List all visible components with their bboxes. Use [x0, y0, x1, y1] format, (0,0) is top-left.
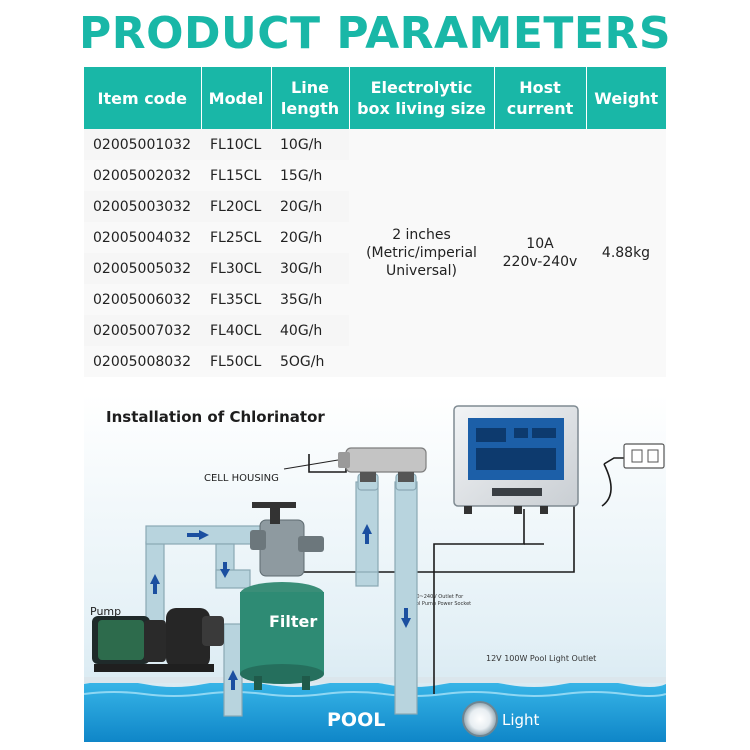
cell-model: FL25CL: [201, 222, 271, 253]
table-row: 02005004032 FL25CL 20G/h: [84, 222, 666, 253]
cell-item-code: 02005007032: [84, 315, 201, 346]
flow-arrows: [150, 524, 411, 690]
table-header-row: Item code Model Line length Electrolytic b…: [84, 67, 666, 129]
parameters-table: Item code Model Line length Electrolytic b…: [84, 67, 666, 377]
cell-host-current: 10A 220v-240v: [494, 129, 586, 377]
cell-line-length: 35G/h: [271, 284, 349, 315]
header-box-size: Electrolytic box living size: [349, 67, 495, 129]
filter-label: Filter: [269, 612, 317, 631]
outlet-12v-label: 12V 100W Pool Light Outlet: [486, 654, 596, 663]
header-item-code: Item code: [84, 67, 202, 129]
cell-item-code: 02005006032: [84, 284, 201, 315]
wires: [304, 454, 629, 694]
outlet-230-line-2: Pool Pump Power Socket: [410, 601, 471, 607]
table-row: 02005006032 FL35CL 35G/h: [84, 284, 666, 315]
cell-item-code: 02005005032: [84, 253, 201, 284]
cell-line-length: 5OG/h: [271, 346, 349, 377]
cell-line-length: 15G/h: [271, 160, 349, 191]
table-row: 02005008032 FL50CL 5OG/h: [84, 346, 666, 377]
cell-model: FL15CL: [201, 160, 271, 191]
pool-label: POOL: [327, 709, 385, 731]
diagram-title: Installation of Chlorinator: [106, 408, 325, 426]
header-box-size-1: Electrolytic: [370, 78, 473, 97]
box-size-line-3: Universal): [386, 263, 457, 279]
pump-icon: [92, 608, 224, 672]
cell-model: FL40CL: [201, 315, 271, 346]
cell-model: FL30CL: [201, 253, 271, 284]
header-weight: Weight: [586, 67, 666, 129]
cell-model: FL50CL: [201, 346, 271, 377]
cell-line-length: 20G/h: [271, 191, 349, 222]
page-title: PRODUCT PARAMETERS: [78, 8, 672, 59]
host-current-line-2: 220v-240v: [502, 254, 578, 270]
cell-model: FL20CL: [201, 191, 271, 222]
pool-light-icon: [462, 701, 498, 737]
cell-item-code: 02005001032: [84, 129, 201, 160]
table-row: 02005001032 FL10CL 10G/h 2 inches (Metric…: [84, 129, 666, 377]
header-host-current: Host current: [494, 67, 587, 129]
cell-housing-pointer: [283, 459, 339, 470]
box-size-line-2: (Metric/imperial: [366, 245, 477, 261]
header-line-length-2: length: [280, 99, 340, 118]
light-label: Light: [502, 711, 540, 729]
table-row: 02005002032 FL15CL 15G/h: [84, 160, 666, 191]
cell-item-code: 02005008032: [84, 346, 201, 377]
wall-socket-icon: [623, 443, 665, 469]
header-box-size-2: box living size: [357, 99, 486, 118]
header-host-current-2: current: [506, 99, 574, 118]
header-line-length: Line length: [271, 67, 350, 129]
outlet-230-line-1: 230~240V Outlet For: [410, 594, 464, 600]
cell-item-code: 02005002032: [84, 160, 201, 191]
cell-line-length: 30G/h: [271, 253, 349, 284]
host-current-line-1: 10A: [526, 236, 554, 252]
pump-label: Pump: [90, 605, 121, 618]
header-model: Model: [201, 67, 272, 129]
control-box-icon: [453, 405, 579, 514]
cell-line-length: 20G/h: [271, 222, 349, 253]
table-row: 02005007032 FL40CL 40G/h: [84, 315, 666, 346]
cell-model: FL35CL: [201, 284, 271, 315]
header-host-current-1: Host: [519, 78, 561, 97]
cell-housing-label: CELL HOUSING: [204, 473, 279, 484]
installation-diagram: POOL Light Installation of Chlorinator 2…: [84, 394, 666, 742]
cell-housing-icon: [338, 447, 427, 482]
box-size-line-1: 2 inches: [392, 227, 451, 243]
cell-model: FL10CL: [201, 129, 271, 160]
table-row: 02005005032 FL30CL 30G/h: [84, 253, 666, 284]
cell-line-length: 10G/h: [271, 129, 349, 160]
filter-icon: [240, 502, 324, 690]
header-line-length-1: Line: [291, 78, 329, 97]
installation-svg: POOL Light Installation of Chlorinator 2…: [84, 394, 666, 742]
table-row: 02005003032 FL20CL 20G/h: [84, 191, 666, 222]
cell-line-length: 40G/h: [271, 315, 349, 346]
cell-item-code: 02005004032: [84, 222, 201, 253]
cell-item-code: 02005003032: [84, 191, 201, 222]
cell-weight: 4.88kg: [586, 129, 666, 377]
